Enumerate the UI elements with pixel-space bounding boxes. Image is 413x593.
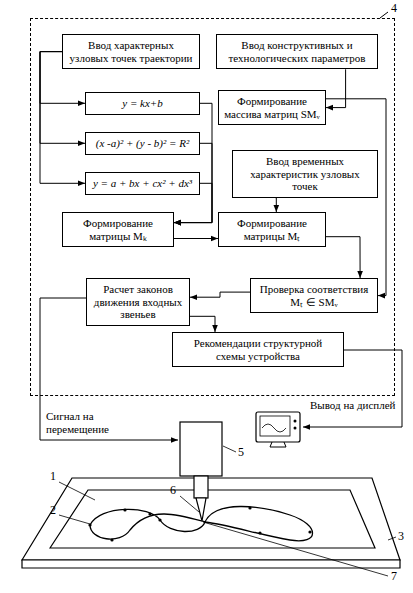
leader-lines — [59, 446, 396, 576]
plate-edge — [22, 560, 400, 568]
control-unit: 4Ввод характерных узловых точек траектор… — [30, 18, 395, 396]
box-text: Формирование массива матриц SMᵥ — [224, 95, 320, 120]
display-icon — [256, 412, 300, 447]
equation-box: y = a + bx + cx² + dx³ — [85, 172, 200, 195]
flow-arrow — [40, 52, 85, 184]
input-box: Ввод характерных узловых точек траектори… — [62, 34, 200, 69]
flow-arrow — [174, 238, 218, 239]
box-text: Проверка соответствия Mₜ ∈ SMᵥ — [256, 283, 372, 308]
box-text: Рекомендации структурной схемы устройств… — [178, 337, 338, 362]
callout-number: 1 — [50, 470, 56, 484]
flow-arrow — [190, 292, 250, 297]
callout-number: 6 — [170, 484, 176, 498]
callout-number: 5 — [238, 446, 244, 460]
flow-arrow — [275, 198, 277, 212]
equation-box: y = kx+b — [85, 92, 200, 115]
box-text: Формирование матрицы Mₖ — [68, 217, 168, 242]
process-box: Формирование матрицы Mₜ — [218, 212, 326, 247]
tool-head — [180, 422, 222, 476]
box-text: y = a + bx + cx² + dx³ — [91, 177, 194, 190]
workpiece — [50, 490, 375, 548]
signal-label: Сигнал на перемещение — [46, 410, 136, 435]
callout-number: 4 — [391, 2, 397, 16]
box-text: Расчет законов движения входных звеньев — [92, 283, 184, 321]
callout-number: 3 — [398, 530, 404, 544]
input-box: Ввод конструктивных и технологических па… — [216, 34, 378, 69]
decision-box: Проверка соответствия Mₜ ∈ SMᵥ — [250, 278, 378, 313]
box-text: Ввод конструктивных и технологических па… — [222, 39, 372, 64]
callout-number: 2 — [50, 504, 56, 518]
flow-arrow — [174, 103, 212, 222]
box-text: y = kx+b — [91, 97, 194, 110]
spindle — [194, 476, 208, 498]
process-box: Формирование матрицы Mₖ — [62, 212, 174, 247]
box-text: (x -a)² + (y - b)² = R² — [91, 137, 194, 150]
equation-box: (x -a)² + (y - b)² = R² — [85, 132, 200, 155]
process-box: Формирование массива матриц SMᵥ — [218, 90, 326, 125]
process-box: Расчет законов движения входных звеньев — [86, 278, 190, 326]
box-text: Ввод временных характеристик узловых точ… — [238, 155, 372, 193]
table-plate — [22, 478, 400, 560]
flow-arrow — [326, 69, 346, 107]
callout-number: 7 — [391, 570, 397, 584]
flow-arrow — [190, 316, 215, 332]
box-text: Ввод характерных узловых точек траектори… — [68, 39, 194, 64]
flow-arrow — [326, 237, 360, 278]
tool-tip — [196, 498, 206, 521]
box-text: Формирование матрицы Mₜ — [224, 217, 320, 242]
output-box: Рекомендации структурной схемы устройств… — [172, 332, 344, 367]
input-box: Ввод временных характеристик узловых точ… — [232, 150, 378, 198]
signal-label: Вывод на дисплей — [310, 399, 398, 412]
